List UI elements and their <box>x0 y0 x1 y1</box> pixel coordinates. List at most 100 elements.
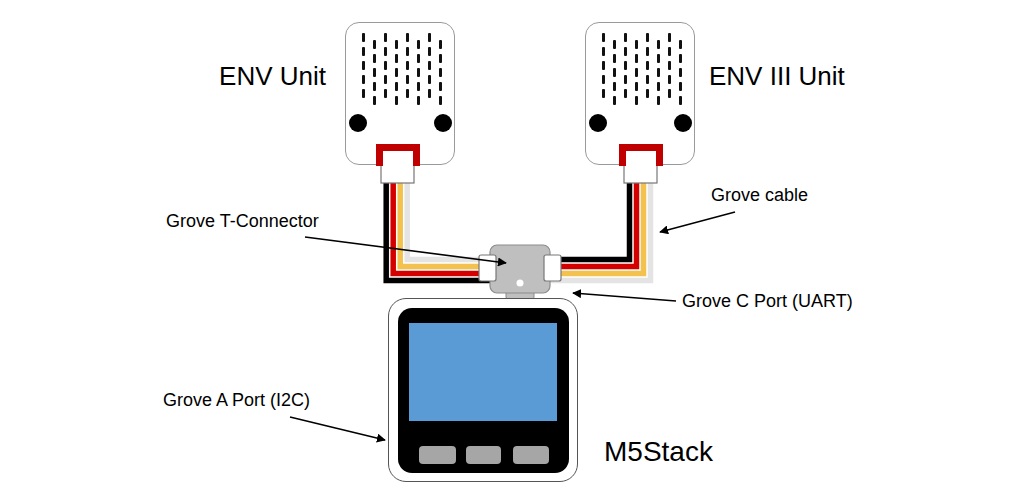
node-label: ENV III Unit <box>709 61 845 92</box>
mount-hole <box>434 114 452 132</box>
vent-slot <box>646 89 649 98</box>
grove-socket-inner <box>626 151 656 166</box>
vent-slot <box>624 75 627 84</box>
vent-slot <box>395 40 398 49</box>
vent-slot <box>406 61 409 70</box>
vent-slot <box>624 33 627 42</box>
vent-slot <box>613 96 616 105</box>
vent-slot <box>406 75 409 84</box>
node-label: ENV Unit <box>219 61 326 92</box>
vent-slot <box>679 96 682 105</box>
vent-slot <box>373 54 376 63</box>
device-button <box>466 446 501 464</box>
vent-slot <box>679 40 682 49</box>
vent-slot <box>373 82 376 91</box>
vent-slot <box>613 40 616 49</box>
vent-slot <box>635 96 638 105</box>
part-label: Grove cable <box>711 185 808 207</box>
vent-slot <box>679 68 682 77</box>
vent-slot <box>635 40 638 49</box>
vent-slot <box>602 47 605 56</box>
device-button <box>513 446 549 464</box>
vent-slot <box>679 82 682 91</box>
vent-slot <box>417 40 420 49</box>
vent-slot <box>362 61 365 70</box>
vent-slot <box>417 68 420 77</box>
vent-slot <box>668 33 671 42</box>
vent-slot <box>646 61 649 70</box>
vent-slot <box>635 54 638 63</box>
vent-slot <box>635 68 638 77</box>
device-screen <box>409 323 557 421</box>
m5stack-device: M5Stack <box>388 298 578 482</box>
vent-slot <box>417 96 420 105</box>
vent-slot <box>406 33 409 42</box>
device-bezel <box>398 308 569 473</box>
vent-slot <box>373 96 376 105</box>
vent-slot <box>417 54 420 63</box>
vent-slot <box>384 89 387 98</box>
vent-slot <box>428 89 431 98</box>
vent-slot <box>395 68 398 77</box>
cable-wire <box>530 165 650 298</box>
vent-slot <box>657 96 660 105</box>
vent-slot <box>428 75 431 84</box>
vent-slot <box>602 89 605 98</box>
vent-slot <box>439 96 442 105</box>
grove-socket <box>376 144 420 166</box>
vent-slot <box>395 82 398 91</box>
leader-line <box>573 293 676 301</box>
unit-illustration <box>346 23 456 166</box>
vent-slot <box>657 68 660 77</box>
mount-hole <box>349 114 367 132</box>
vent-slot <box>384 61 387 70</box>
t-connector-socket <box>479 255 496 281</box>
vent-slot <box>602 61 605 70</box>
part-label: Grove T-Connector <box>166 211 319 233</box>
t-connector-body <box>490 245 550 293</box>
vent-slot <box>624 47 627 56</box>
vent-slot <box>373 68 376 77</box>
vent-slot <box>362 89 365 98</box>
grove-socket <box>619 144 663 166</box>
env-iii-unit: ENV III Unit <box>585 22 695 165</box>
vent-slot <box>657 54 660 63</box>
mount-hole <box>589 114 607 132</box>
vent-slot <box>395 54 398 63</box>
vent-slot <box>395 96 398 105</box>
t-connector-dot <box>517 280 524 287</box>
vent-slot <box>613 82 616 91</box>
vent-slot <box>362 75 365 84</box>
grove-plug <box>381 165 414 183</box>
vent-slot <box>602 33 605 42</box>
leader-line <box>660 212 735 232</box>
vent-slot <box>362 33 365 42</box>
vent-slot <box>668 61 671 70</box>
vent-slot <box>602 75 605 84</box>
unit-illustration <box>586 23 696 166</box>
vent-slot <box>613 68 616 77</box>
leader-line <box>290 417 385 440</box>
vent-slot <box>428 61 431 70</box>
vent-slot <box>635 82 638 91</box>
vent-slot <box>668 89 671 98</box>
vent-slot <box>439 54 442 63</box>
mount-hole <box>674 114 692 132</box>
vent-slot <box>439 40 442 49</box>
vent-slot <box>406 47 409 56</box>
vent-slot <box>668 75 671 84</box>
env-unit: ENV Unit <box>345 22 455 165</box>
device-button <box>419 446 456 464</box>
port-label: Grove A Port (I2C) <box>163 390 310 412</box>
vent-slot <box>428 47 431 56</box>
vent-slot <box>668 47 671 56</box>
vent-slot <box>384 75 387 84</box>
grove-socket-inner <box>383 151 413 166</box>
vent-slot <box>406 89 409 98</box>
leader-line <box>305 237 506 263</box>
vent-slot <box>624 89 627 98</box>
vent-slot <box>373 40 376 49</box>
vent-slot <box>646 47 649 56</box>
node-label: M5Stack <box>604 435 713 469</box>
